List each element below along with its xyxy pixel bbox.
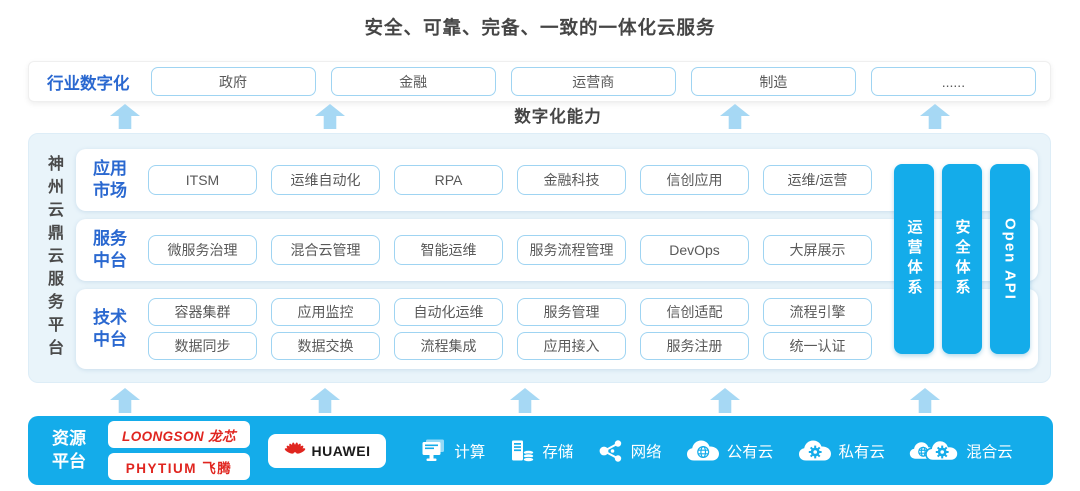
industry-item-finance: 金融: [330, 67, 496, 96]
network-icon: [599, 439, 621, 462]
service-hybrid-cloud: 混合云: [909, 439, 1013, 462]
industry-row: 行业数字化 政府 金融 运营商 制造 ......: [28, 61, 1051, 102]
svc-item-intelligent-ops: 智能运维: [394, 235, 503, 265]
public-cloud-icon: [686, 440, 719, 461]
up-arrow-icon: [110, 104, 140, 129]
tech-item-app-monitoring: 应用监控: [271, 298, 380, 326]
svc-item-microservice-governance: 微服务治理: [148, 235, 257, 265]
platform-side-label: 神州云鼎云服务平台: [45, 154, 62, 362]
svc-item-dashboard-display: 大屏展示: [763, 235, 872, 265]
hybrid-cloud-icon: [909, 439, 960, 462]
app-item-ops-automation: 运维自动化: [271, 165, 380, 195]
huawei-logo: HUAWEI: [268, 433, 386, 468]
up-arrow-icon: [110, 388, 140, 413]
up-arrow-icon: [720, 104, 750, 129]
tech-item-service-mgmt: 服务管理: [517, 298, 626, 326]
pillar-operations-system: 运营体系: [894, 164, 934, 354]
app-item-ops-operation: 运维/运营: [763, 165, 872, 195]
tech-item-xinchuang-adaptation: 信创适配: [640, 298, 749, 326]
industry-item-operator: 运营商: [510, 67, 676, 96]
industry-item-manufacturing: 制造: [690, 67, 856, 96]
tech-item-unified-auth: 统一认证: [763, 332, 872, 360]
tech-items-stack: 容器集群 应用监控 自动化运维 服务管理 信创适配 流程引擎 数据同步 数据交换…: [148, 298, 872, 360]
service-middleplatform-label: 服务中台: [93, 228, 127, 270]
tech-item-process-integration: 流程集成: [394, 332, 503, 360]
tech-middleplatform-label: 技术中台: [93, 307, 127, 349]
service-private-cloud: 私有云: [798, 439, 885, 462]
service-public-cloud: 公有云: [686, 439, 773, 462]
up-arrow-icon: [310, 388, 340, 413]
up-arrow-icon: [910, 388, 940, 413]
svc-item-hybrid-cloud-mgmt: 混合云管理: [271, 235, 380, 265]
huawei-flower-icon: [284, 442, 305, 454]
industry-item-more: ......: [870, 67, 1036, 96]
up-arrow-icon: [710, 388, 740, 413]
industry-item-government: 政府: [150, 67, 316, 96]
app-market-row: 应用市场 ITSM 运维自动化 RPA 金融科技 信创应用 运维/运营: [76, 149, 1038, 211]
compute-icon: [422, 439, 445, 461]
app-item-itsm: ITSM: [148, 165, 257, 195]
up-arrow-icon: [315, 104, 345, 129]
page-title: 安全、可靠、完备、一致的一体化云服务: [364, 17, 716, 38]
industry-row-label: 行业数字化: [47, 74, 130, 93]
service-storage: 存储: [509, 439, 573, 463]
app-item-rpa: RPA: [394, 165, 503, 195]
infrastructure-services: 计算 存储: [396, 439, 1037, 463]
up-arrow-icon: [510, 388, 540, 413]
tech-item-container-cluster: 容器集群: [148, 298, 257, 326]
cloud-platform-panel: 神州云鼎云服务平台 应用市场 ITSM 运维自动化 RPA 金融科技 信创应用 …: [28, 133, 1051, 383]
pillar-security-system: 安全体系: [942, 164, 982, 354]
svc-item-service-process-mgmt: 服务流程管理: [517, 235, 626, 265]
tech-item-app-access: 应用接入: [517, 332, 626, 360]
loongson-logo: LOONGSON 龙芯: [108, 421, 250, 448]
tech-item-automated-ops: 自动化运维: [394, 298, 503, 326]
tech-item-data-exchange: 数据交换: [271, 332, 380, 360]
resource-platform-bar: 资源平台 LOONGSON 龙芯 PHYTIUM 飞腾: [28, 416, 1053, 485]
app-market-label: 应用市场: [93, 158, 127, 200]
phytium-logo: PHYTIUM 飞腾: [108, 453, 250, 480]
app-item-xinchuang-app: 信创应用: [640, 165, 749, 195]
service-network: 网络: [598, 439, 662, 463]
service-middleplatform-row: 服务中台 微服务治理 混合云管理 智能运维 服务流程管理 DevOps 大屏展示: [76, 219, 1038, 281]
storage-icon: [512, 440, 535, 462]
app-item-fintech: 金融科技: [517, 165, 626, 195]
private-cloud-icon: [798, 440, 831, 461]
tech-item-process-engine: 流程引擎: [763, 298, 872, 326]
digital-capability-label: 数字化能力: [514, 108, 602, 126]
resource-platform-label: 资源平台: [52, 428, 86, 471]
tech-item-service-registry: 服务注册: [640, 332, 749, 360]
tech-middleplatform-row: 技术中台 容器集群 应用监控 自动化运维 服务管理 信创适配 流程引擎 数据同步…: [76, 289, 1038, 369]
svc-item-devops: DevOps: [640, 235, 749, 265]
service-compute: 计算: [420, 439, 485, 463]
tech-item-data-sync: 数据同步: [148, 332, 257, 360]
up-arrow-icon: [920, 104, 950, 129]
pillar-open-api: Open API: [990, 164, 1030, 354]
chip-vendor-logos: LOONGSON 龙芯 PHYTIUM 飞腾: [108, 421, 250, 480]
